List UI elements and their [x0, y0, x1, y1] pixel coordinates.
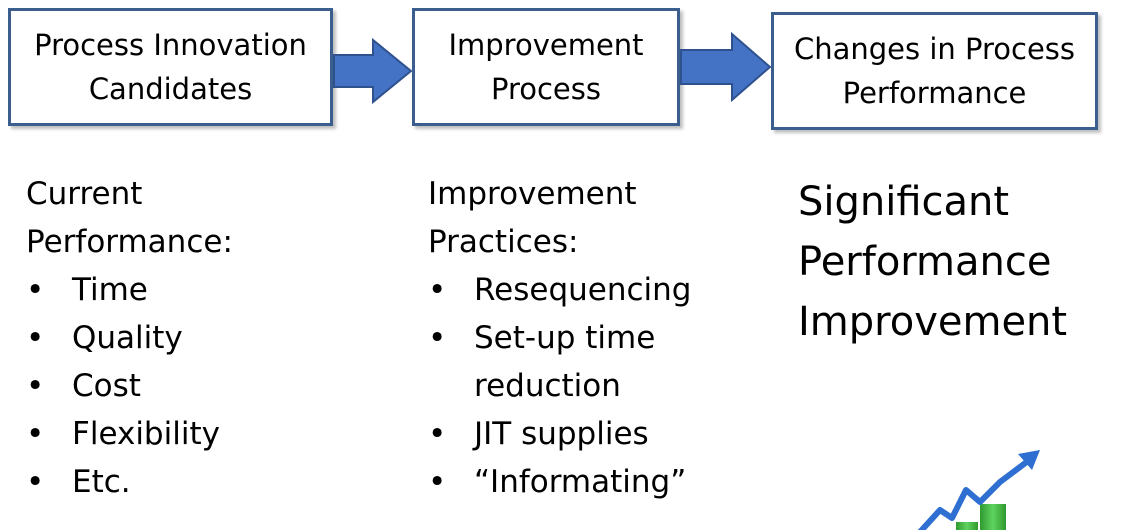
current-performance-list: Current Performance: •Time •Quality •Cos…: [26, 170, 233, 506]
bullet-icon: •: [26, 320, 45, 356]
bullet-icon: •: [26, 272, 45, 308]
list-item: •Time: [26, 266, 233, 314]
list-item: •JIT supplies: [428, 410, 691, 458]
box-label: Process Innovation Candidates: [34, 28, 307, 106]
bullet-icon: •: [428, 464, 447, 500]
bullet-icon: •: [26, 416, 45, 452]
current-performance-items: •Time •Quality •Cost •Flexibility •Etc.: [26, 266, 233, 506]
list-item: •Quality: [26, 314, 233, 362]
list-item: •Set-up time reduction: [428, 314, 691, 410]
box-label: Changes in Process Performance: [793, 32, 1076, 110]
list-item: •Resequencing: [428, 266, 691, 314]
bullet-icon: •: [428, 272, 447, 308]
right-arrow-icon: [333, 38, 413, 104]
process-innovation-candidates-box: Process Innovation Candidates: [8, 8, 333, 126]
box-label: Improvement Process: [448, 28, 644, 106]
bullet-icon: •: [428, 416, 447, 452]
list-item: •Flexibility: [26, 410, 233, 458]
improvement-practices-list: Improvement Practices: •Resequencing •Se…: [428, 170, 691, 506]
changes-in-process-performance-box: Changes in Process Performance: [771, 12, 1098, 130]
list-item: •“Informating”: [428, 458, 691, 506]
significant-performance-improvement-text: Significant Performance Improvement: [798, 179, 1068, 345]
right-arrow-icon: [680, 32, 772, 102]
growth-chart-icon: [917, 450, 1040, 530]
bullet-icon: •: [26, 464, 45, 500]
bullet-icon: •: [26, 368, 45, 404]
list-item: •Cost: [26, 362, 233, 410]
improvement-practices-heading: Improvement Practices:: [428, 176, 637, 260]
improvement-process-box: Improvement Process: [412, 8, 680, 126]
list-item: •Etc.: [26, 458, 233, 506]
improvement-practices-items: •Resequencing •Set-up time reduction •JI…: [428, 266, 691, 506]
current-performance-heading: Current Performance:: [26, 176, 233, 260]
bullet-icon: •: [428, 320, 447, 356]
